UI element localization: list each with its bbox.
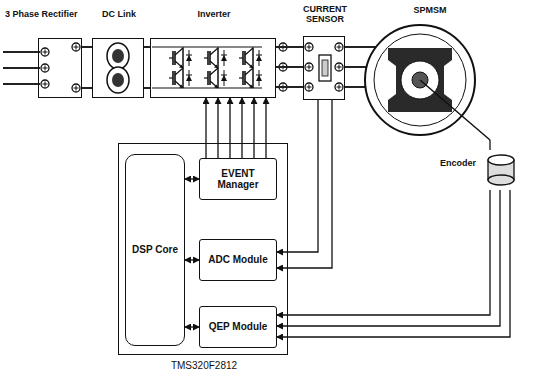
rectifier-box: 3 Phase Rectifier <box>38 38 82 98</box>
module-box: ADC Module <box>199 239 277 281</box>
signal-line <box>185 326 199 327</box>
signal-line <box>185 178 199 179</box>
dsp-core: DSP Core <box>125 154 185 346</box>
signal-line <box>185 259 199 260</box>
box-label: QEP Module <box>208 321 268 333</box>
signal-line <box>205 98 206 158</box>
part-label: 3 Phase Rectifier <box>5 9 115 19</box>
power-wire <box>276 86 303 88</box>
power-wire <box>276 46 303 48</box>
box-label: EVENT Manager <box>208 168 268 191</box>
signal-line <box>277 190 510 337</box>
inverter-box: Inverter <box>150 38 276 98</box>
module-box: QEP Module <box>199 306 277 348</box>
power-wire <box>345 46 360 48</box>
part-label: CURRENT SENSOR <box>290 4 360 25</box>
box-label: DSP Core <box>128 244 182 256</box>
current-sensor-box: CURRENT SENSOR <box>303 36 345 100</box>
dsp-chip-box: TMS320F2812DSP CoreEVENT ManagerADC Modu… <box>118 143 288 355</box>
part-label: SPMSM <box>390 5 470 15</box>
power-wire <box>489 140 490 150</box>
box-label: ADC Module <box>208 254 268 266</box>
power-wire <box>276 66 303 68</box>
power-wire <box>345 86 360 88</box>
signal-line <box>277 190 500 326</box>
signal-line <box>277 100 332 268</box>
signal-line <box>265 98 266 158</box>
part-label: Encoder <box>440 158 486 168</box>
signal-line <box>217 98 218 158</box>
signal-line <box>229 98 230 158</box>
power-wire <box>82 46 92 48</box>
encoder: Encoder <box>440 150 525 190</box>
signal-line <box>241 98 242 158</box>
signal-line <box>277 190 490 315</box>
part-label: TMS320F2812 <box>139 360 269 372</box>
signal-line <box>277 100 318 252</box>
inverter-bridge <box>152 43 287 91</box>
rectifier-terminals <box>41 43 80 92</box>
motor-drawing <box>360 25 490 140</box>
power-wire <box>345 66 360 68</box>
motor: SPMSM <box>360 20 500 140</box>
part-label: DC Link <box>79 9 159 19</box>
input-wires <box>3 52 40 84</box>
power-wire <box>82 87 92 89</box>
sensor-core <box>305 43 343 91</box>
encoder-icon <box>488 155 514 185</box>
part-label: Inverter <box>164 9 264 19</box>
dc-link-box: DC Link <box>92 38 144 98</box>
signal-line <box>253 98 254 158</box>
module-box: EVENT Manager <box>199 158 277 200</box>
dc-link-capacitors <box>107 43 129 93</box>
